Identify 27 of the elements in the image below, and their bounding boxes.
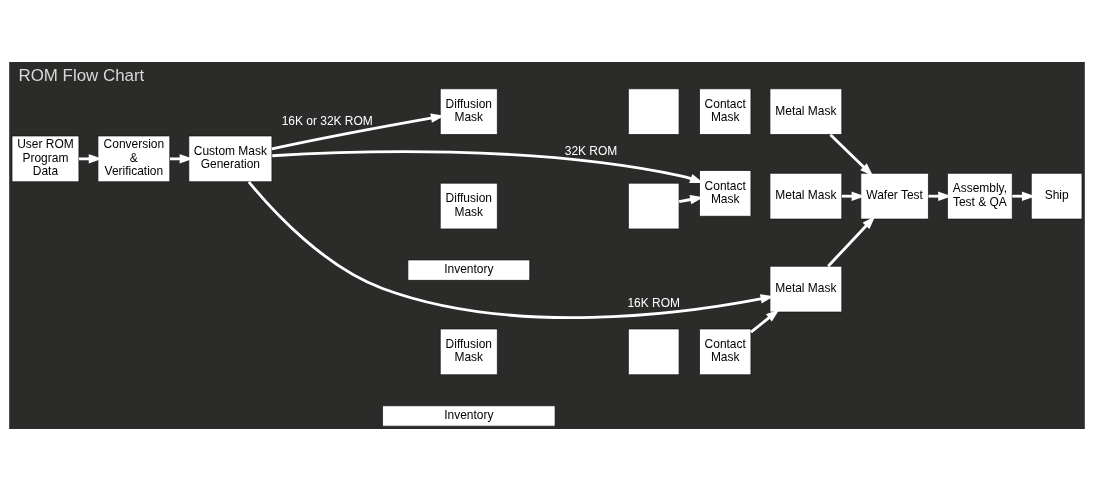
node-box (628, 328, 680, 376)
node-box: Contact Mask (699, 170, 752, 217)
node-box: Diffusion Mask (439, 328, 498, 376)
node-box: Contact Mask (699, 88, 752, 135)
edge-label: 16K ROM (627, 296, 680, 311)
node-box: Inventory (382, 405, 556, 427)
edge-label: 16K or 32K ROM (281, 114, 373, 129)
node-box: Diffusion Mask (439, 88, 498, 135)
diagram-title: ROM Flow Chart (18, 66, 145, 86)
node-box: Custom Mask Generation (188, 135, 273, 183)
node-box: Ship (1030, 172, 1083, 220)
node-box (628, 88, 680, 135)
arrow (750, 309, 780, 334)
node-box: Metal Mask (769, 88, 843, 135)
node-box: User ROM Program Data (11, 135, 80, 183)
node-box: Metal Mask (769, 265, 843, 313)
node-box: Inventory (407, 259, 531, 281)
node-box: Metal Mask (769, 172, 843, 220)
arrow (827, 216, 876, 268)
node-box: Contact Mask (699, 328, 752, 376)
edge-label: 32K ROM (564, 144, 618, 159)
node-box: Assembly, Test & QA (947, 172, 1013, 220)
arrow (829, 133, 874, 177)
node-box (628, 182, 680, 230)
node-box: Conversion & Verification (97, 135, 171, 183)
node-box: Wafer Test (860, 172, 929, 220)
node-box: Diffusion Mask (439, 182, 498, 230)
